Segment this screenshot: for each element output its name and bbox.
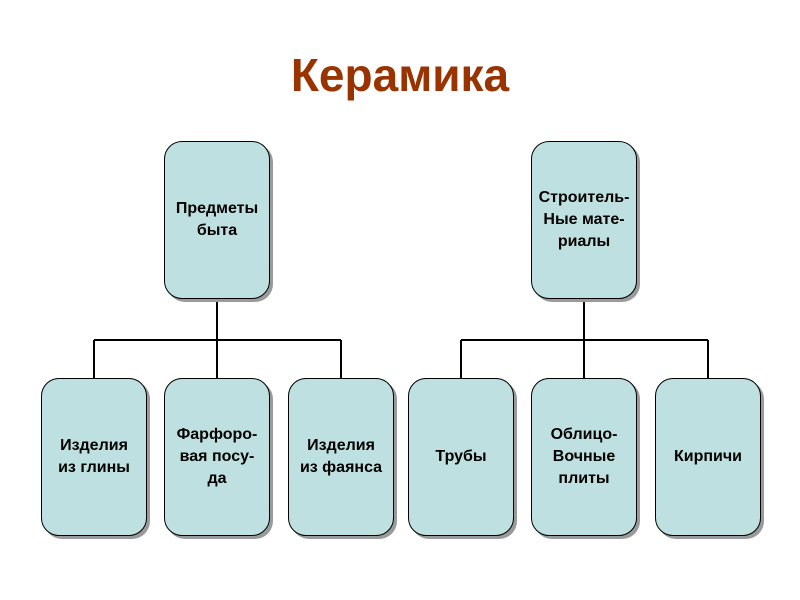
node-building-materials: Строитель- Ные мате- риалы <box>531 141 637 299</box>
node-household-items: Предметы быта <box>164 141 270 299</box>
diagram-title: Керамика <box>290 49 510 101</box>
node-pipes: Трубы <box>408 378 514 536</box>
node-bricks: Кирпичи <box>655 378 761 536</box>
node-faience-products: Изделия из фаянса <box>288 378 394 536</box>
node-facing-tiles: Облицо- Вочные плиты <box>531 378 637 536</box>
node-porcelain-dishes: Фарфоро- вая посу- да <box>164 378 270 536</box>
node-clay-products: Изделия из глины <box>41 378 147 536</box>
